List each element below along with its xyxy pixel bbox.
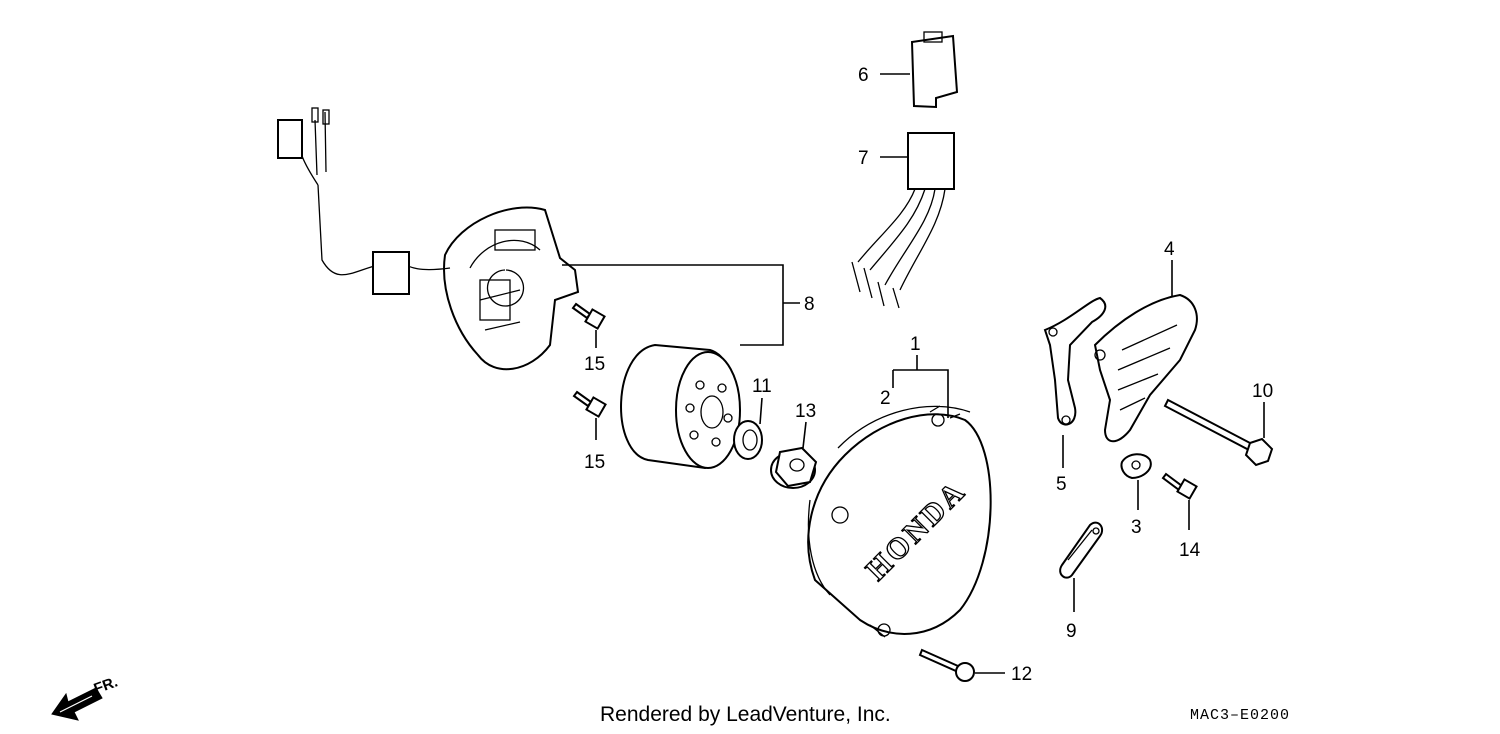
flywheel-part (620, 343, 741, 470)
small-bolt-part (1161, 472, 1198, 500)
bracket-part (1120, 453, 1152, 480)
sprocket-guard-part (1093, 293, 1198, 443)
callout-8: 8 (804, 294, 815, 315)
callout-12: 12 (1011, 664, 1032, 685)
bolt-upper-part (571, 302, 606, 330)
callout-2: 2 (880, 388, 891, 409)
callout-15-upper: 15 (584, 354, 605, 375)
callout-9: 9 (1066, 621, 1077, 642)
plate-part (1043, 296, 1107, 426)
flange-nut-part (770, 446, 818, 489)
diagram-code: MAC3–E0200 (1190, 707, 1291, 724)
callout-11: 11 (752, 376, 772, 397)
front-direction-label: FR. (92, 674, 121, 698)
washer-part (733, 420, 763, 460)
stator-assembly-part (277, 107, 580, 371)
cdi-cover-part (910, 31, 959, 109)
callout-5: 5 (1056, 474, 1067, 495)
leader-11 (759, 397, 763, 425)
crankcase-cover-part: HONDA (807, 405, 992, 638)
callout-10: 10 (1252, 381, 1273, 402)
clip-part (1059, 521, 1104, 579)
bolt-lower-part (572, 390, 607, 418)
callout-1: 1 (910, 334, 921, 355)
callout-3: 3 (1131, 517, 1142, 538)
callout-15-lower: 15 (584, 452, 605, 473)
front-direction-arrow-icon: FR. (51, 674, 121, 721)
cdi-unit-part (851, 132, 955, 309)
long-bolt-part (1163, 398, 1274, 467)
cover-bolt-part (918, 648, 975, 682)
leader-13 (802, 421, 807, 449)
callout-13: 13 (795, 401, 816, 422)
callout-14: 14 (1179, 540, 1201, 561)
render-credit: Rendered by LeadVenture, Inc. (600, 703, 891, 726)
leader-2 (893, 369, 949, 418)
leader-8 (562, 264, 784, 346)
callout-7: 7 (858, 148, 869, 169)
callout-6: 6 (858, 65, 869, 86)
callout-4: 4 (1164, 239, 1175, 260)
